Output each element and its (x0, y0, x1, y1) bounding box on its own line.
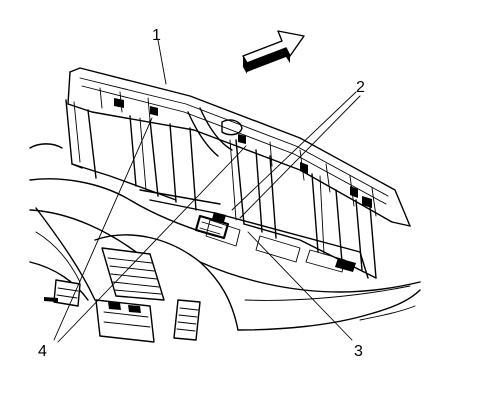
callout-2: 2 (356, 79, 365, 96)
direction-arrow-icon (242, 30, 305, 74)
defroster-grille (139, 189, 369, 279)
callout-4: 4 (38, 343, 47, 360)
upper-trim-panel (67, 67, 411, 227)
center-air-vents (95, 247, 165, 343)
instrument-panel (29, 143, 421, 331)
leader-lines (53, 39, 361, 343)
panel-clips (65, 98, 377, 279)
side-air-vent (173, 299, 201, 341)
callout-3: 3 (354, 343, 363, 360)
left-vent (44, 279, 81, 307)
callout-1: 1 (152, 27, 161, 44)
